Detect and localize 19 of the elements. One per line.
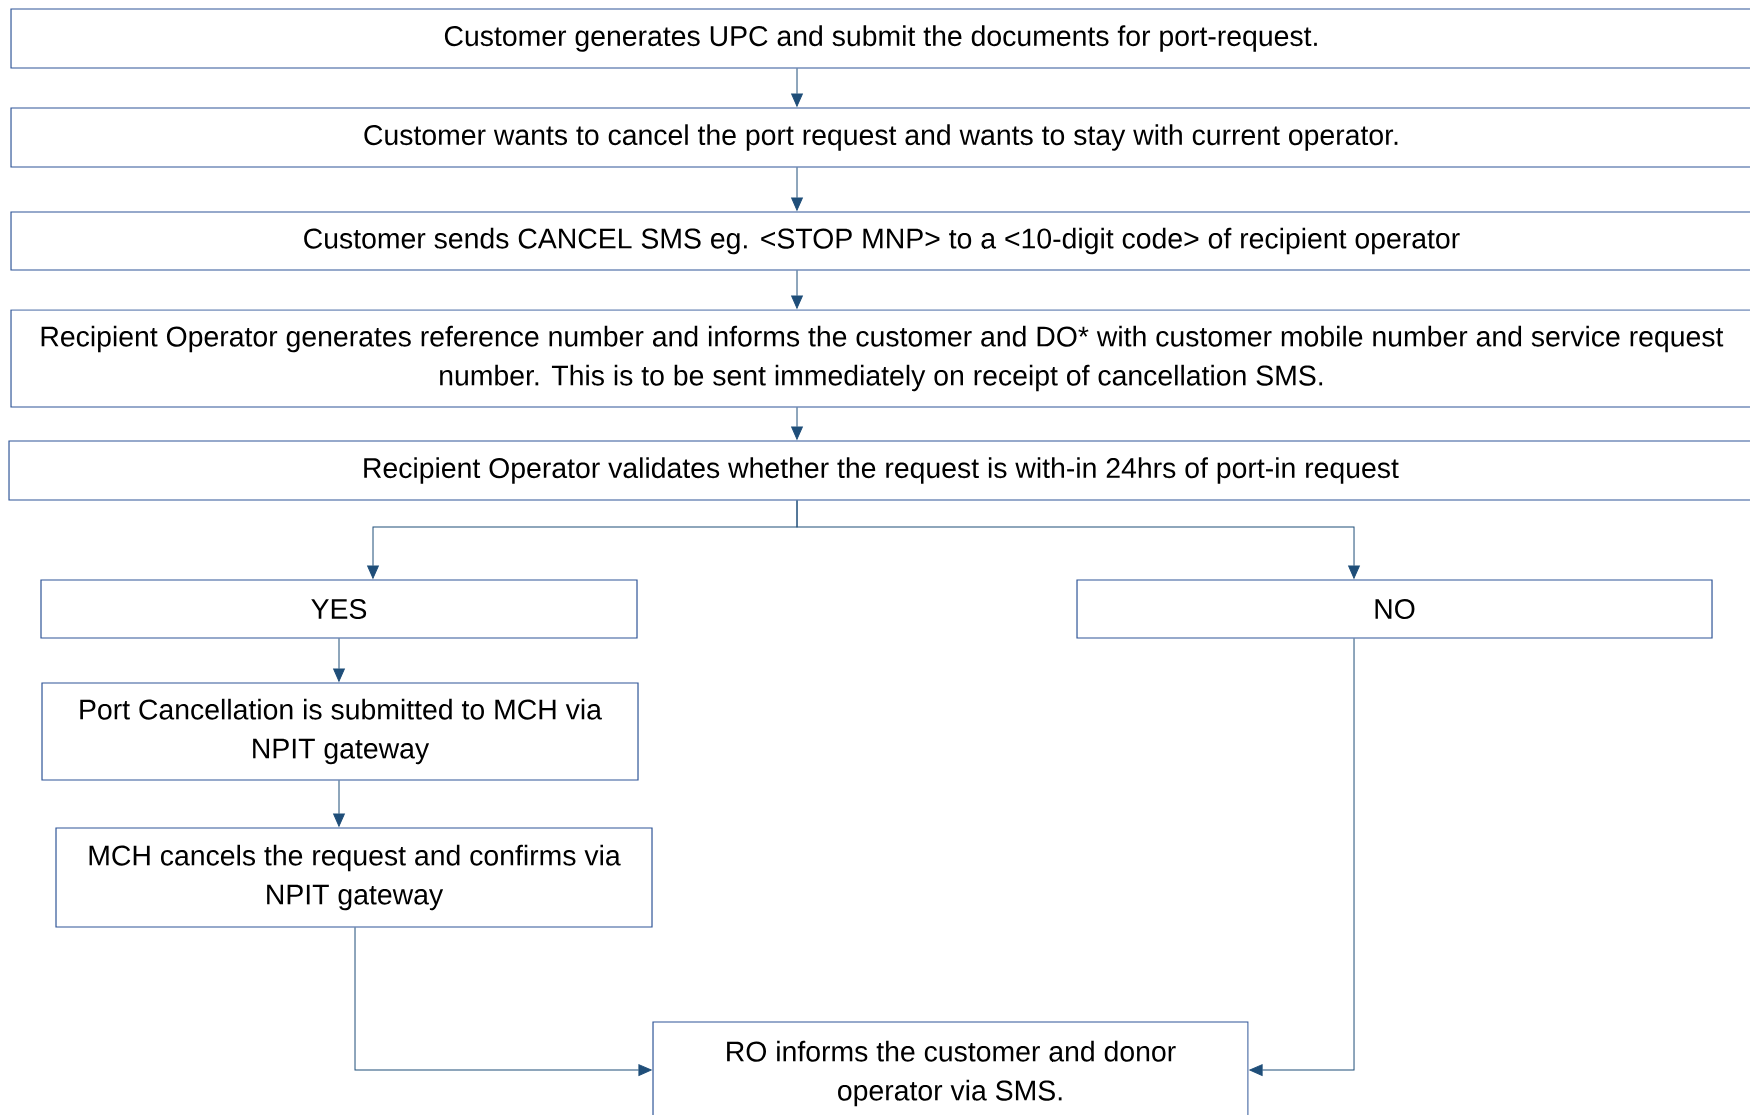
arrow: [333, 638, 345, 682]
process-box: Recipient Operator validates whether the request is with-in 24hrs of port-in request: [8, 440, 1750, 501]
arrow: [1249, 638, 1355, 1076]
process-box: Customer wants to cancel the port request and wants to stay with current operator.: [10, 107, 1750, 168]
arrow: [791, 68, 803, 107]
arrow: [796, 500, 1360, 579]
arrow: [791, 407, 803, 440]
process-box: RO informs the customer and donor operator via SMS.: [652, 1021, 1249, 1115]
process-box: YES: [40, 579, 638, 639]
arrow: [354, 927, 652, 1076]
process-box: NO: [1076, 579, 1713, 639]
process-box: Recipient Operator generates reference number and informs the customer and DO* with customer mobile number and service request number. This is to be sent immediately on receipt of cancellation SMS.: [10, 309, 1750, 408]
process-box: MCH cancels the request and confirms via NPIT gateway: [55, 827, 653, 928]
arrow: [791, 270, 803, 309]
process-box: Customer generates UPC and submit the documents for port-request.: [10, 8, 1750, 69]
process-box: Customer sends CANCEL SMS eg. <STOP MNP> to a <10-digit code> of recipient operator: [10, 211, 1750, 271]
arrow: [791, 167, 803, 211]
arrow: [333, 780, 345, 827]
process-box: Port Cancellation is submitted to MCH via NPIT gateway: [41, 682, 639, 781]
